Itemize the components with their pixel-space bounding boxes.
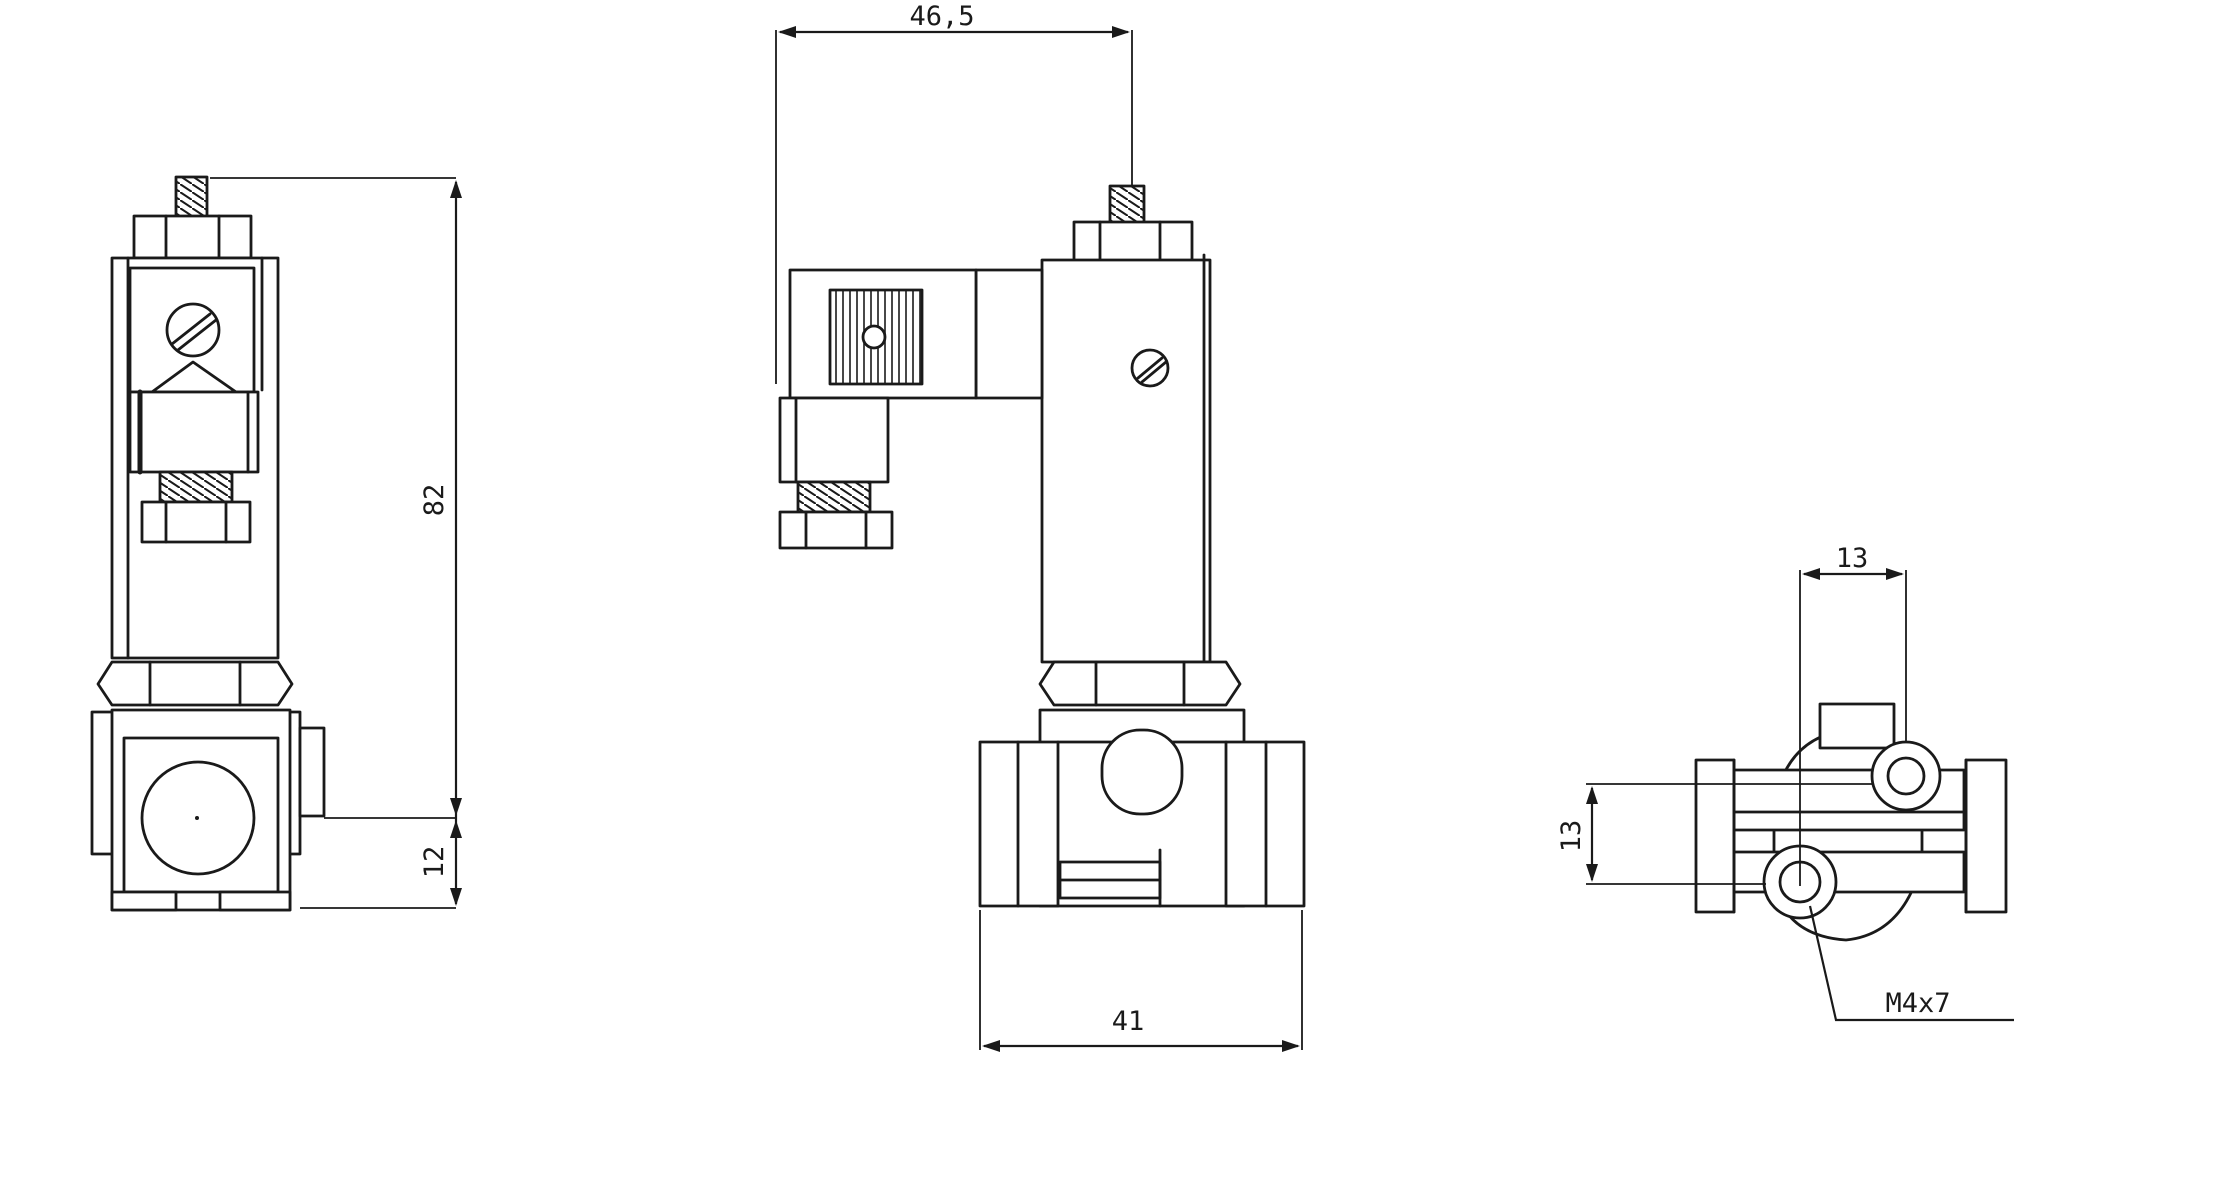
side-connector-plate [128, 266, 256, 394]
front-port-opening [1100, 728, 1184, 816]
thread-spec-label: M4x7 [1885, 988, 1950, 1019]
side-view [90, 175, 326, 912]
front-view [778, 184, 1306, 908]
front-top-nut [1072, 220, 1194, 264]
bottom-tab [1818, 702, 1896, 750]
side-screw-icon [165, 302, 221, 358]
front-coil-housing [1040, 258, 1212, 664]
dim-body-width [979, 910, 1303, 1052]
front-gland-nut [778, 510, 894, 550]
dim-port-spacing-vertical [1586, 783, 1874, 885]
side-foot-right [218, 890, 292, 912]
dim-label-82: 82 [419, 484, 450, 517]
bottom-view [1694, 570, 2008, 942]
side-foot-left [110, 890, 178, 912]
front-connector-screw-icon [861, 324, 887, 350]
leader-thread-spec [1808, 905, 2014, 1022]
dim-connector-offset [775, 26, 1133, 384]
front-connector-neck [974, 268, 1044, 400]
dim-label-12: 12 [419, 846, 450, 879]
bottom-flange-right [1964, 758, 2008, 914]
front-cable-gland [778, 396, 890, 484]
side-shaft-nut [140, 500, 252, 544]
front-hex-nut [1038, 660, 1242, 707]
dim-label-46-5: 46,5 [909, 1, 974, 32]
dim-port-spacing-horizontal [1802, 568, 1907, 742]
dim-side-height [210, 177, 462, 909]
side-hex-nut [96, 660, 294, 707]
bottom-flange-left [1694, 758, 1736, 914]
bottom-port-top [1870, 740, 1942, 812]
dim-label-13-horizontal: 13 [1836, 543, 1869, 574]
dim-label-13-vertical: 13 [1556, 820, 1587, 853]
side-coil-block [128, 390, 260, 474]
dim-label-41: 41 [1112, 1006, 1145, 1037]
bottom-rail-bottom [1724, 850, 1966, 894]
front-screw-icon [1130, 348, 1170, 388]
side-top-nut [132, 214, 253, 260]
side-port-stub [298, 726, 326, 818]
